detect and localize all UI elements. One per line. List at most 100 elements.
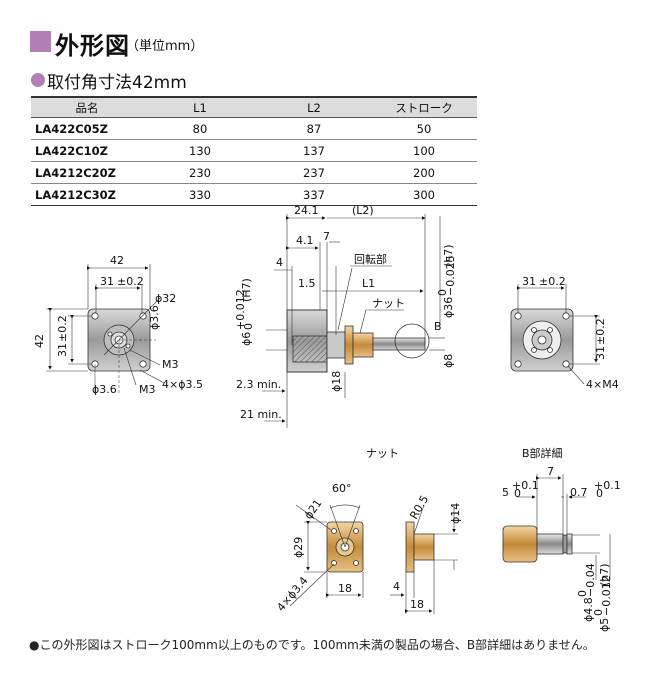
svg-text:0: 0: [436, 289, 449, 296]
section-hatch: [292, 335, 328, 363]
svg-text:(h7): (h7): [442, 244, 455, 267]
b-detail-heading: B部詳細: [522, 446, 563, 460]
b-detail-groove: [562, 534, 568, 554]
b-detail-shaft: [536, 533, 564, 555]
svg-text:0: 0: [242, 323, 255, 330]
col-header-l2: L2: [257, 96, 371, 118]
nut-hole: [331, 528, 337, 534]
nut-width: 18: [338, 582, 352, 595]
nut-side: [390, 504, 458, 614]
dim-side-24-1: 24.1: [294, 204, 319, 217]
nut-radius: R0.5: [407, 493, 431, 521]
footnote: ●この外形図はストローク100mm以上のものです。100mm未満の製品の場合、B…: [29, 638, 595, 652]
rear-shaft: [537, 335, 547, 345]
cell-l1: 130: [143, 139, 257, 162]
svg-text:0: 0: [592, 609, 605, 616]
table-row: LA4212C20Z 230 237 200: [31, 161, 477, 184]
dim-side-1-5: 1.5: [298, 277, 316, 290]
screw-hole: [125, 343, 131, 349]
dim-front-pcd: ϕ32: [155, 292, 176, 305]
dim-front-pitch-y-tol: ±0.2: [56, 315, 69, 342]
b-dim-phi4-8: ϕ4.8 0 −0.04: [576, 563, 597, 622]
dim-front-height: 42: [33, 334, 46, 348]
lead-screw: [372, 337, 426, 351]
dim-front-hole: 4×ϕ3.5: [162, 378, 203, 391]
page-title: 外形図: [55, 32, 130, 60]
b-dim-5-tol-bot: 0: [514, 487, 521, 500]
dim-side-phi36: ϕ36 0 −0.025 (h7): [436, 244, 457, 318]
nut-flange-dia: ϕ29: [292, 537, 305, 558]
front-view: [46, 264, 165, 394]
dim-side-4-1: 4.1: [296, 234, 314, 247]
nut-hole: [353, 528, 359, 534]
nut-hole: [353, 560, 359, 566]
svg-text:ϕ36: ϕ36: [442, 297, 455, 318]
b-dim-5: 5: [502, 486, 509, 499]
detail-b-label: B: [434, 320, 442, 333]
screw-hole: [107, 331, 113, 337]
dim-front-screw-b: M3: [139, 383, 156, 396]
mount-hole: [91, 312, 99, 320]
dim-front-pitch-x-tol: ±0.2: [117, 275, 144, 288]
col-header-model: 品名: [31, 96, 143, 118]
shaft-flange: [326, 331, 346, 359]
dim-side-7: 7: [323, 230, 330, 243]
nut-flange: [344, 325, 354, 365]
cell-l2: 87: [257, 117, 371, 140]
nut-label: ナット: [372, 297, 405, 310]
cell-l1: 330: [143, 183, 257, 206]
cell-model: LA4212C30Z: [31, 183, 143, 206]
svg-text:0: 0: [576, 590, 589, 597]
dim-rear-pitch-tol: ±0.2: [539, 275, 566, 288]
nut-body: [352, 332, 374, 358]
nut-holes: 4×ϕ3.4: [274, 574, 310, 614]
table-row: LA422C05Z 80 87 50: [31, 117, 477, 140]
cell-model: LA422C10Z: [31, 139, 143, 162]
b-detail-tip: [566, 533, 573, 555]
side-view: [262, 214, 445, 428]
b-detail: [502, 474, 611, 580]
table-row: LA422C10Z 130 137 100: [31, 139, 477, 162]
svg-text:(h7): (h7): [598, 563, 611, 586]
col-header-stroke: ストローク: [371, 96, 477, 118]
rotor-label: 回転部: [354, 252, 387, 266]
cell-l2: 137: [257, 139, 371, 162]
cell-model: LA4212C20Z: [31, 161, 143, 184]
table-row: LA4212C30Z 330 337 300: [31, 183, 477, 206]
dim-rear-pitch: 31: [522, 275, 536, 288]
svg-text:−0.025: −0.025: [444, 255, 457, 296]
cell-stroke: 100: [371, 139, 477, 162]
nut-boss-dia: ϕ14: [449, 503, 462, 524]
cell-stroke: 200: [371, 161, 477, 184]
dim-rear-screw: 4×M4: [586, 378, 619, 391]
nut-angle: 60°: [332, 482, 352, 495]
svg-text:−0.04: −0.04: [584, 563, 597, 597]
svg-text:ϕ4.8: ϕ4.8: [582, 597, 595, 622]
mount-hole: [139, 360, 147, 368]
b-dim-0-7-tol-bot: 0: [596, 487, 603, 500]
rear-screw-hole: [562, 312, 570, 320]
svg-text:ϕ6: ϕ6: [240, 332, 253, 346]
dim-front-pitch-y: 31: [56, 343, 69, 357]
dim-front-hub: ϕ3.6: [92, 383, 117, 396]
dim-side-phi18: ϕ18: [330, 371, 343, 392]
dim-front-shaft: ϕ3.6: [148, 305, 161, 330]
nut-side-flange: [405, 521, 415, 573]
b-detail-nut: [502, 525, 538, 563]
svg-text:+0.012: +0.012: [234, 289, 247, 330]
unit-label: （単位mm）: [126, 39, 204, 54]
b-dim-phi5: ϕ5 0 −0.012 (h7): [592, 563, 613, 632]
title-marker: [30, 31, 51, 52]
b-dim-0-7: 0.7: [570, 486, 588, 499]
mount-hole: [139, 312, 147, 320]
svg-text:(H7): (H7): [240, 278, 253, 302]
dim-side-phi6: ϕ6 +0.012 0 (H7): [234, 278, 255, 346]
cell-model: LA422C05Z: [31, 117, 143, 140]
dim-rear-pitch-y-tol: ±0.2: [594, 318, 607, 345]
cell-l1: 80: [143, 117, 257, 140]
svg-text:ϕ5: ϕ5: [598, 618, 611, 632]
cell-l1: 230: [143, 161, 257, 184]
nut-thick: 4: [393, 580, 400, 593]
b-dim-7: 7: [547, 465, 554, 478]
